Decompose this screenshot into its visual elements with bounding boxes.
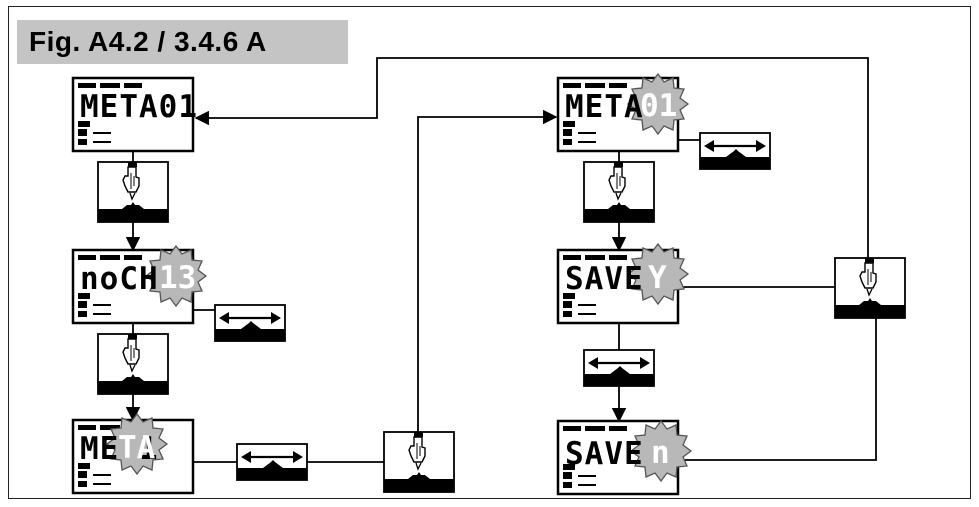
display-highlight: 13 [159, 260, 196, 296]
display-highlight: TA [118, 430, 156, 466]
display-text: ME 1 [80, 431, 159, 467]
display-text: META [565, 89, 644, 125]
display-save-n: SAVE n [556, 419, 692, 496]
press-button-2 [97, 333, 169, 395]
display-meta-01-sel: META 01 [556, 73, 689, 153]
display-highlight: n [651, 435, 670, 471]
figure-frame [8, 6, 971, 499]
display-meta-01: META01 [71, 76, 198, 153]
press-button-4 [583, 161, 655, 223]
display-text: noCH [80, 261, 159, 297]
display-text: SAVE [565, 261, 644, 297]
display-save-y: SAVE Y [556, 243, 689, 325]
display-highlight: 01 [640, 88, 677, 124]
press-button-1 [97, 161, 169, 223]
display-highlight: Y [648, 260, 667, 296]
arrows-button-2 [235, 442, 309, 482]
connector-return [194, 57, 869, 260]
press-button-5 [834, 257, 906, 319]
display-text: SAVE [565, 436, 644, 472]
arrows-button-4 [582, 348, 656, 388]
display-noch-13: noCH 13 [71, 245, 207, 325]
press-button-3 [383, 431, 455, 493]
arrows-button-1 [213, 303, 287, 343]
display-meta-01-edit: ME 1 TA [71, 413, 195, 495]
figure-title: Fig. A4.2 / 3.4.6 A [17, 20, 348, 64]
arrows-button-3 [698, 131, 772, 171]
display-text: META01 [80, 89, 198, 125]
